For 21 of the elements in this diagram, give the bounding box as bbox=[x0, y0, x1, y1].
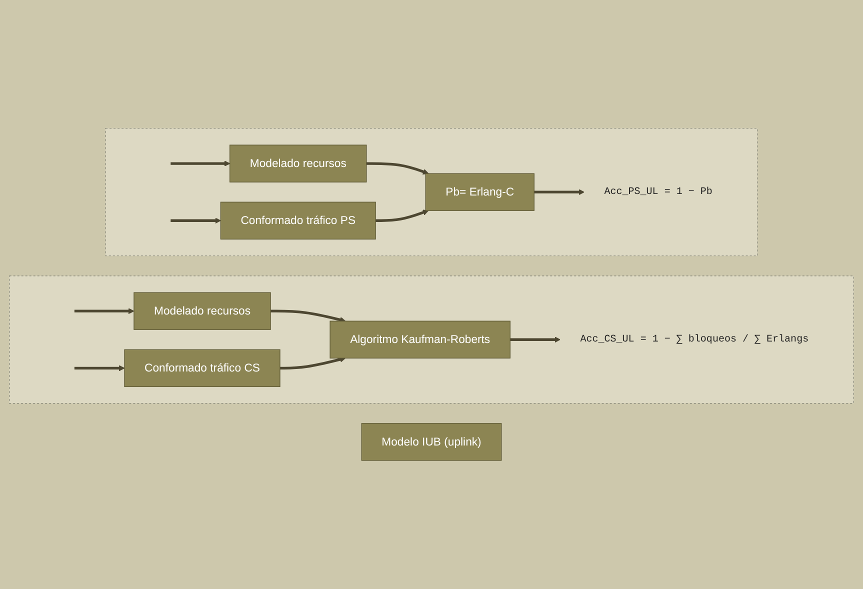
node-box: Modelado recursos bbox=[230, 144, 367, 183]
node-box: Modelado recursos bbox=[134, 292, 271, 330]
arrow bbox=[534, 189, 584, 196]
arrow bbox=[74, 308, 134, 314]
arrow bbox=[170, 160, 230, 167]
arrow bbox=[510, 336, 560, 343]
arrow bbox=[280, 356, 346, 370]
arrow bbox=[170, 218, 221, 224]
node-text: Acc_CS_UL = 1 − ∑ bloqueos / ∑ Erlangs bbox=[580, 334, 809, 345]
node-box: Conformado tráfico CS bbox=[124, 349, 280, 388]
node-box: Modelo IUB (uplink) bbox=[361, 423, 502, 461]
node-box: Conformado tráfico PS bbox=[220, 202, 376, 240]
node-box: Algoritmo Kaufman-Roberts bbox=[330, 320, 510, 359]
node-text: Acc_PS_UL = 1 − Pb bbox=[604, 186, 712, 198]
arrow bbox=[270, 310, 346, 323]
cluster bbox=[9, 276, 854, 404]
cluster bbox=[105, 128, 758, 256]
arrow bbox=[376, 210, 429, 222]
arrow bbox=[366, 162, 429, 175]
arrow bbox=[74, 365, 125, 372]
node-box: Pb= Erlang-C bbox=[425, 173, 534, 212]
